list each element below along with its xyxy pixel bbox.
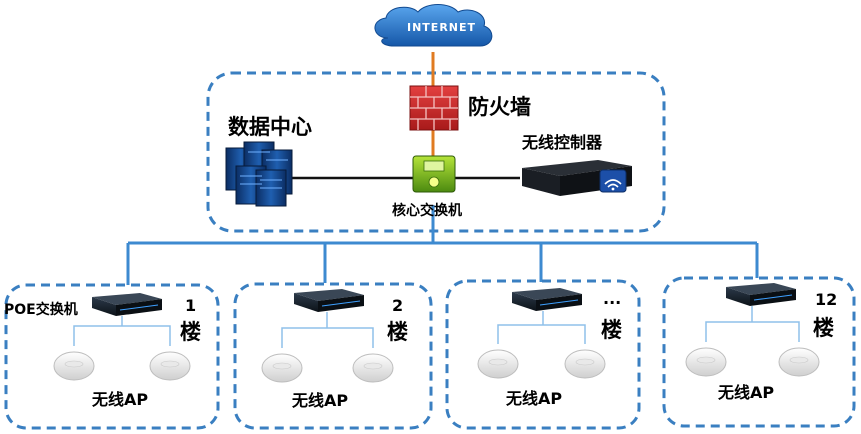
core-switch-label: 核心交换机 [392,203,462,219]
datacenter-servers-icon [225,141,293,207]
firewall-icon [409,85,459,131]
floor-unit: 楼 [387,320,408,344]
access-point-icon [778,347,820,377]
floor-number: 1 [185,296,197,315]
floor-n-border [445,279,641,430]
floor-unit: 楼 [180,320,201,344]
ap-label: 无线AP [718,383,775,402]
core-switch-icon [412,155,456,193]
floor-unit: 楼 [601,318,622,342]
access-point-icon [477,349,519,379]
access-point-icon [53,351,95,381]
ap-label: 无线AP [92,390,149,409]
wireless-controller-icon [522,160,632,196]
floor-number: ... [603,289,622,308]
floor-12-border [662,276,856,428]
floor-unit: 楼 [813,316,834,340]
datacenter-label: 数据中心 [228,115,312,139]
poe-switch-label: POE交换机 [4,302,78,318]
trunk-lines [126,205,759,285]
access-point-icon [149,351,191,381]
access-point-icon [685,347,727,377]
poe-switch-icon [512,288,582,311]
poe-switch-icon [92,293,162,316]
firewall-label: 防火墙 [468,95,531,119]
core-zone-border [206,71,666,233]
ap-label: 无线AP [292,391,349,410]
controller-label: 无线控制器 [522,133,603,152]
poe-switch-icon [294,289,364,312]
floor-number: 12 [815,290,838,309]
internet-label: INTERNET [407,21,477,34]
access-point-icon [352,353,394,383]
floor-number: 2 [392,296,404,315]
poe-switch-icon [726,283,796,306]
access-point-icon [564,349,606,379]
access-point-icon [261,353,303,383]
internet-cloud-icon [374,4,493,47]
floor-2-border [233,282,433,430]
ap-label: 无线AP [506,389,563,408]
floor-1-border [4,283,220,430]
ap-connector-lines [73,306,800,348]
